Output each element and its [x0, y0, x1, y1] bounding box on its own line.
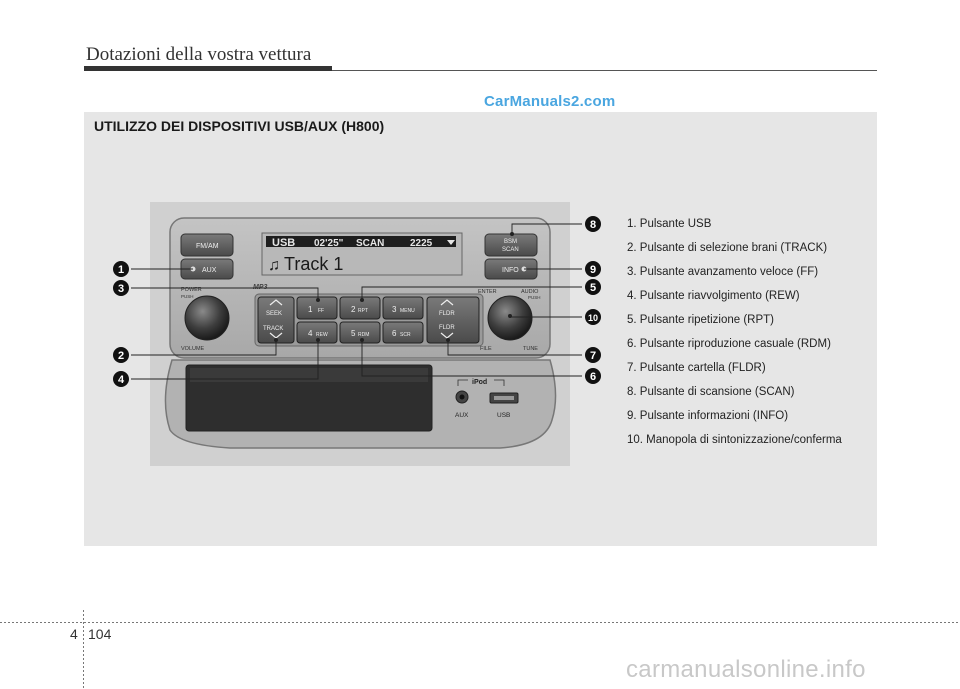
- svg-text:TUNE: TUNE: [523, 346, 538, 352]
- preset-4-rew-button: [296, 321, 338, 344]
- display-status: SCAN: [356, 238, 384, 249]
- legend-item: 4. Pulsante riavvolgimento (REW): [627, 290, 800, 302]
- display-mode: USB: [272, 237, 295, 249]
- legend-item: 8. Pulsante di scansione (SCAN): [627, 386, 795, 398]
- svg-text:1: 1: [118, 264, 124, 276]
- svg-text:AUDIO: AUDIO: [521, 289, 539, 295]
- callout-4: [113, 371, 129, 387]
- svg-text:USB: USB: [497, 412, 510, 419]
- svg-text:AUX: AUX: [202, 267, 217, 274]
- preset-6-scr-button: [382, 321, 424, 344]
- footer-vertical-rule: [83, 610, 84, 689]
- svg-text:6: 6: [590, 371, 596, 383]
- svg-text:10: 10: [588, 313, 598, 323]
- preset-2-rpt-button: [339, 296, 381, 320]
- legend-item: 6. Pulsante riproduzione casuale (RDM): [627, 338, 831, 350]
- callout-6: [585, 368, 601, 384]
- seek-track-button: [257, 296, 295, 344]
- svg-text:FF: FF: [318, 308, 324, 314]
- svg-text:VOLUME: VOLUME: [181, 346, 205, 352]
- svg-text:7: 7: [590, 350, 596, 362]
- volume-knob: [184, 295, 230, 341]
- header-rule-thin: [332, 70, 877, 71]
- svg-text:2: 2: [351, 305, 356, 314]
- svg-text:BSM: BSM: [504, 239, 517, 245]
- svg-text:4: 4: [308, 329, 313, 338]
- display-counter: 2225: [410, 238, 433, 249]
- svg-text:RPT: RPT: [358, 308, 368, 314]
- svg-text:SCAN: SCAN: [502, 247, 519, 253]
- mp3-logo: MP3: [253, 284, 268, 291]
- svg-text:FLDR: FLDR: [439, 311, 455, 317]
- section-title: UTILIZZO DEI DISPOSITIVI USB/AUX (H800): [94, 118, 385, 134]
- svg-text:PUSH: PUSH: [181, 294, 194, 299]
- footer-rule: [0, 622, 960, 623]
- display-track: Track 1: [284, 254, 343, 274]
- legend-item: 9. Pulsante informazioni (INFO): [627, 410, 789, 422]
- legend-item: 7. Pulsante cartella (FLDR): [627, 362, 766, 374]
- callout-2: [113, 347, 129, 363]
- fldr-button: [426, 296, 480, 344]
- svg-text:POWER: POWER: [181, 287, 202, 293]
- svg-text:9: 9: [590, 264, 596, 276]
- callout-badges: 1 3 2 4 8 9 5 10 7 6: [113, 216, 601, 387]
- fm-am-button: [180, 233, 234, 257]
- music-note-icon: ♫: [268, 257, 280, 274]
- page-header-title: Dotazioni della vostra vettura: [86, 44, 312, 65]
- callout-7: [585, 347, 601, 363]
- svg-text:ENTER: ENTER: [478, 289, 497, 295]
- callout-10: [585, 309, 601, 325]
- preset-3-menu-button: [382, 296, 424, 320]
- legend-item: 1. Pulsante USB: [627, 218, 712, 230]
- callout-3: [113, 280, 129, 296]
- display-time: 02'25": [314, 238, 344, 249]
- ipod-label: iPod: [472, 379, 487, 386]
- svg-text:3: 3: [118, 283, 124, 295]
- legend-item: 10. Manopola di sintonizzazione/conferma: [627, 434, 842, 446]
- svg-text:INFO: INFO: [502, 267, 519, 274]
- svg-text:FILE: FILE: [480, 346, 492, 352]
- chapter-number: 4: [70, 626, 78, 642]
- svg-text:AUX: AUX: [455, 412, 469, 419]
- svg-text:SCR: SCR: [400, 332, 411, 338]
- svg-text:2: 2: [118, 350, 124, 362]
- legend-item: 5. Pulsante ripetizione (RPT): [627, 314, 775, 326]
- preset-1-ff-button: [296, 296, 338, 320]
- svg-text:REW: REW: [316, 332, 328, 338]
- svg-text:6: 6: [392, 329, 397, 338]
- svg-text:MENU: MENU: [400, 308, 415, 314]
- preset-5-rdm-button: [339, 321, 381, 344]
- svg-text:5: 5: [590, 282, 596, 294]
- legend-list: 1. Pulsante USB 2. Pulsante di selezione…: [627, 212, 872, 452]
- watermark-bottom: carmanualsonline.info: [626, 656, 866, 683]
- svg-text:SEEK: SEEK: [266, 311, 282, 317]
- svg-text:RDM: RDM: [358, 332, 369, 338]
- legend-item: 3. Pulsante avanzamento veloce (FF): [627, 266, 819, 278]
- svg-text:FM/AM: FM/AM: [196, 243, 219, 250]
- watermark-top: CarManuals2.com: [484, 93, 616, 110]
- svg-text:PUSH: PUSH: [528, 295, 541, 300]
- callout-9: [585, 261, 601, 277]
- svg-text:TRACK: TRACK: [263, 326, 283, 332]
- svg-text:4: 4: [118, 374, 125, 386]
- callout-5: [585, 279, 601, 295]
- page-number: 104: [88, 626, 112, 642]
- callout-8: [585, 216, 601, 232]
- header-rule: [84, 66, 332, 71]
- legend-item: 2. Pulsante di selezione brani (TRACK): [627, 242, 828, 254]
- callout-1: [113, 261, 129, 277]
- svg-text:FLDR: FLDR: [439, 325, 455, 331]
- svg-text:3: 3: [392, 305, 397, 314]
- svg-text:5: 5: [351, 329, 356, 338]
- svg-text:1: 1: [308, 305, 313, 314]
- svg-text:8: 8: [590, 219, 596, 231]
- dropdown-triangle-icon: [447, 240, 455, 245]
